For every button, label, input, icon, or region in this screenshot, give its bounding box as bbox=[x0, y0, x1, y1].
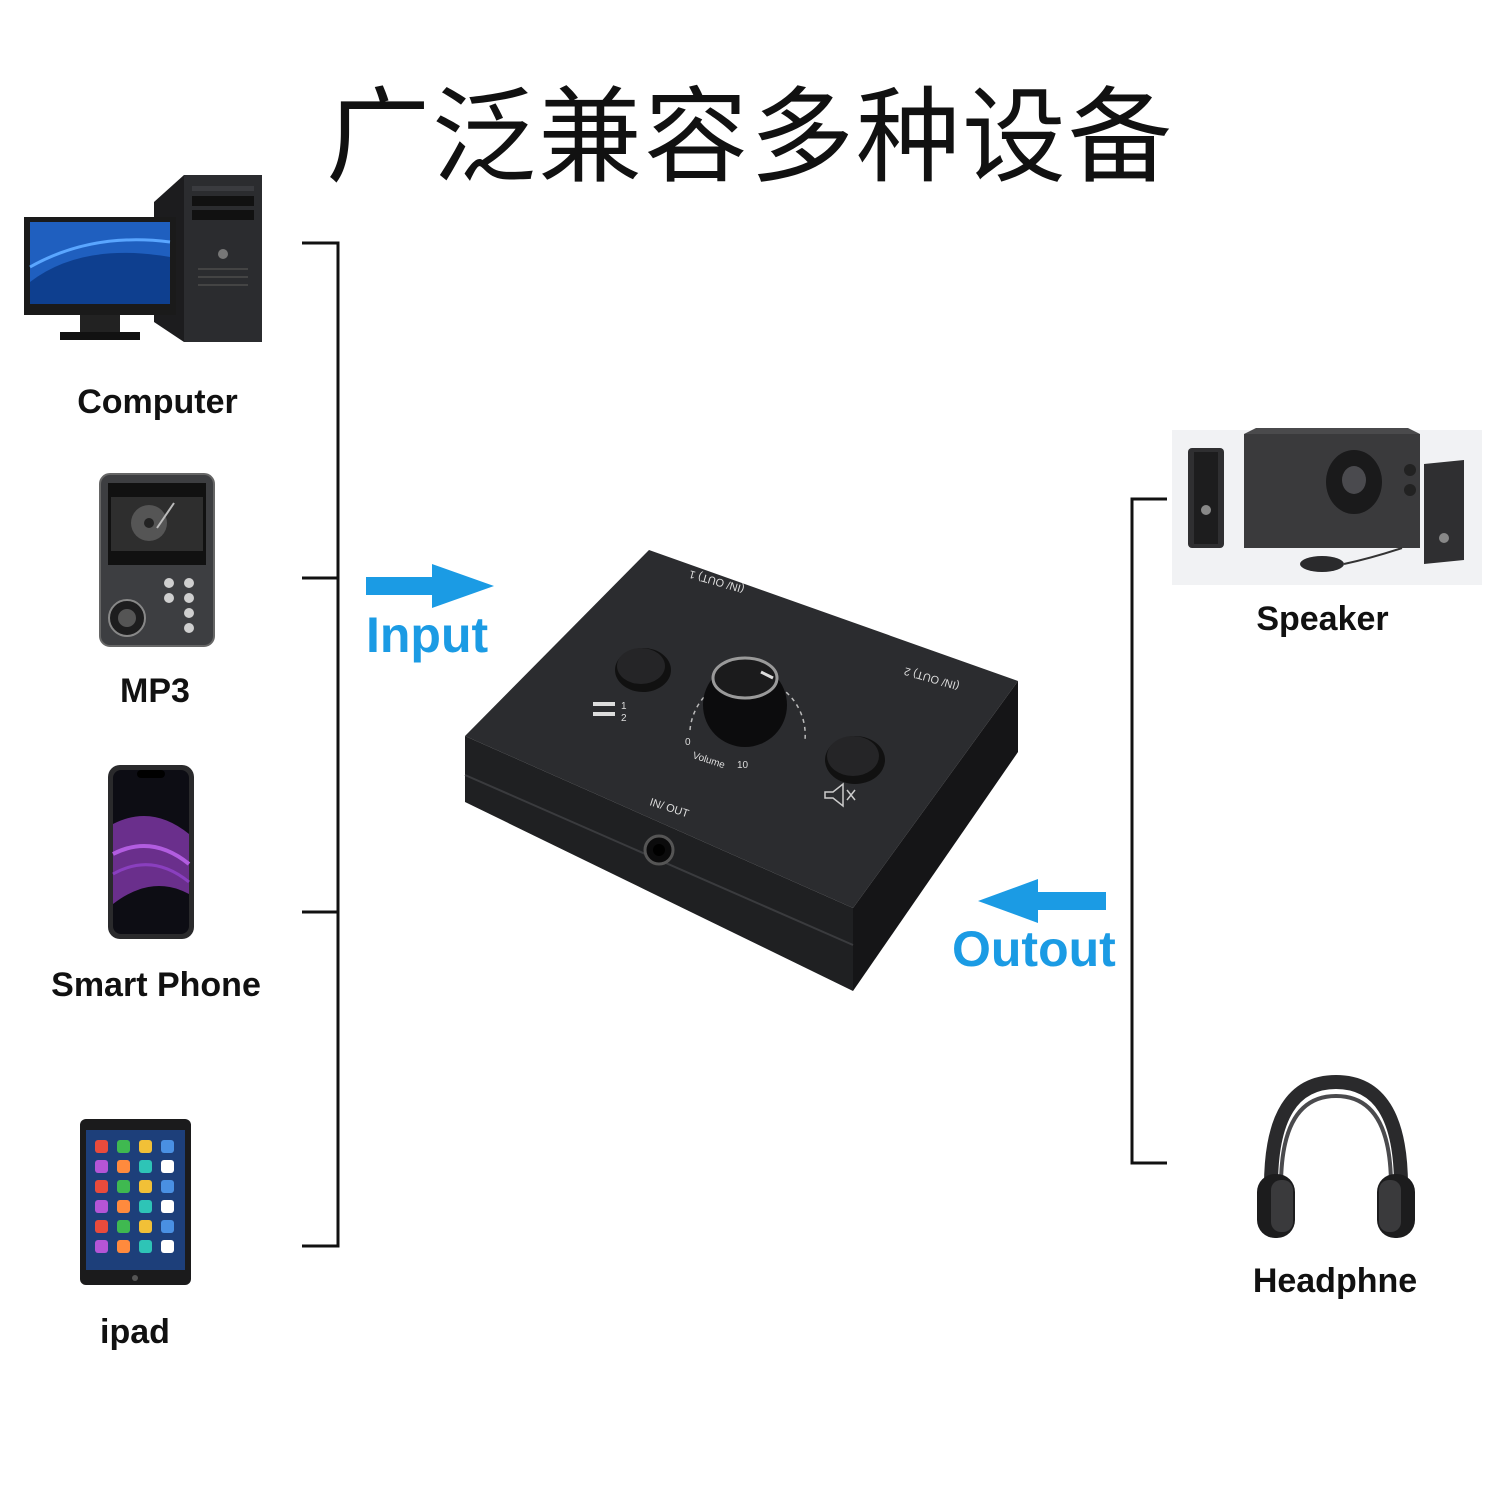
headphone-icon bbox=[1257, 1074, 1415, 1238]
app-icon bbox=[139, 1180, 152, 1193]
output-bracket bbox=[1130, 497, 1167, 1165]
app-icon bbox=[95, 1140, 108, 1153]
app-icon bbox=[95, 1200, 108, 1213]
switch-1-label: 1 bbox=[621, 701, 627, 712]
smartphone-icon bbox=[108, 765, 194, 939]
app-icon bbox=[161, 1160, 174, 1173]
volume-min-label: 0 bbox=[685, 737, 691, 748]
app-icon bbox=[139, 1200, 152, 1213]
app-icon bbox=[139, 1220, 152, 1233]
output-label-speaker: Speaker bbox=[1256, 600, 1389, 638]
mp3-player-icon bbox=[99, 473, 215, 647]
audio-switch-device: (IN/ OUT) 1 (IN/ OUT) 2 IN/ OUT Volume 0… bbox=[464, 550, 1018, 991]
output-label-headphone: Headphne bbox=[1252, 1262, 1418, 1300]
app-icon bbox=[117, 1220, 130, 1233]
app-icon bbox=[161, 1180, 174, 1193]
page-title: 广泛兼容多种设备 bbox=[325, 76, 1174, 198]
app-icon bbox=[117, 1140, 130, 1153]
app-icon bbox=[117, 1180, 130, 1193]
speaker-icon bbox=[1172, 428, 1482, 585]
app-icon bbox=[117, 1240, 130, 1253]
app-icon bbox=[139, 1160, 152, 1173]
app-icon bbox=[95, 1240, 108, 1253]
app-icon bbox=[139, 1240, 152, 1253]
app-icon bbox=[161, 1220, 174, 1233]
input-label: Input bbox=[366, 607, 489, 663]
app-icon bbox=[117, 1200, 130, 1213]
output-arrow-icon bbox=[978, 879, 1106, 923]
app-icon bbox=[117, 1160, 130, 1173]
app-icon bbox=[161, 1200, 174, 1213]
app-icon bbox=[161, 1240, 174, 1253]
switch-2-label: 2 bbox=[621, 713, 627, 724]
source-label-ipad: ipad bbox=[100, 1313, 170, 1351]
app-icon bbox=[139, 1140, 152, 1153]
input-bracket bbox=[302, 241, 340, 1248]
source-label-mp3: MP3 bbox=[120, 672, 190, 710]
source-label-smartphone: Smart Phone bbox=[51, 966, 261, 1004]
app-icon bbox=[95, 1160, 108, 1173]
source-label-computer: Computer bbox=[77, 383, 238, 421]
volume-max-label: 10 bbox=[737, 760, 749, 771]
computer-icon bbox=[24, 175, 262, 342]
input-arrow-icon bbox=[366, 564, 494, 608]
app-icon bbox=[95, 1220, 108, 1233]
output-label: Outout bbox=[952, 921, 1116, 977]
app-icon bbox=[95, 1180, 108, 1193]
app-icon bbox=[161, 1140, 174, 1153]
tablet-icon bbox=[80, 1119, 191, 1285]
